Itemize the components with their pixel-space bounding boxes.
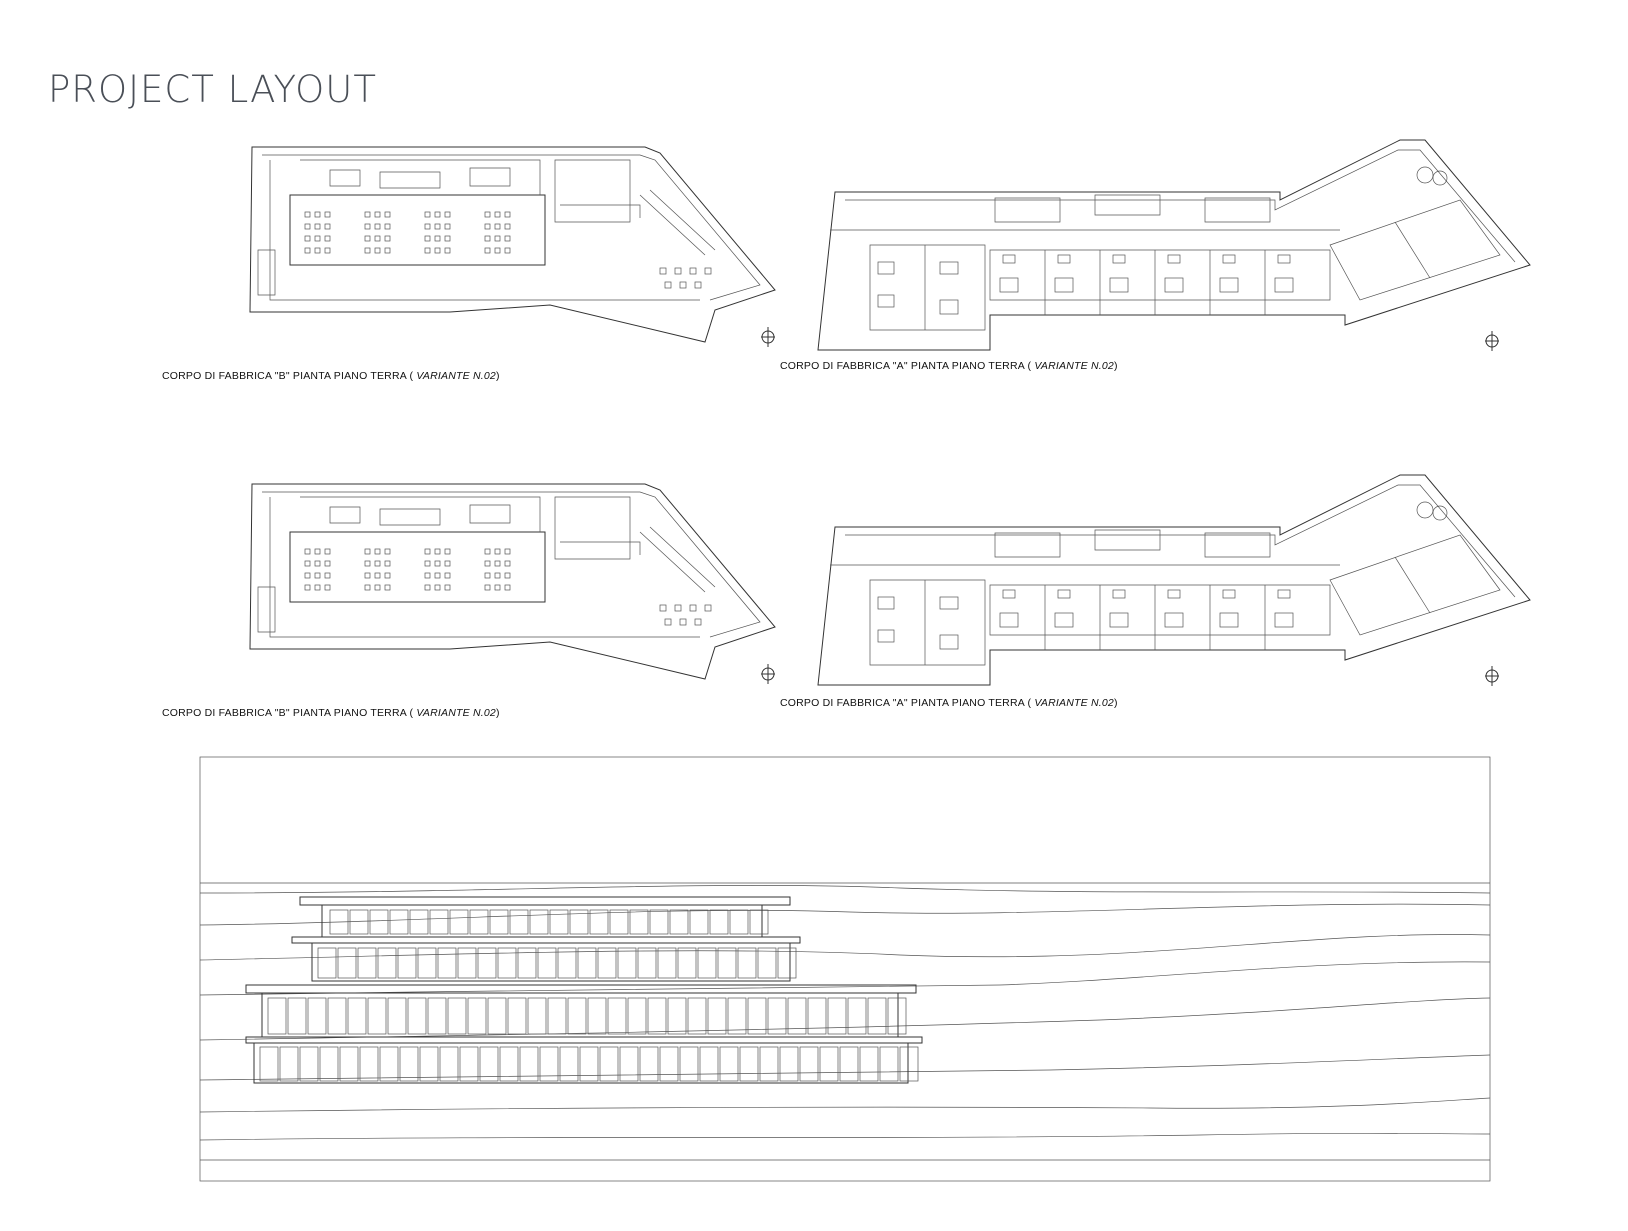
plan-caption-a-bottom: CORPO DI FABBRICA "A" PIANTA PIANO TERRA…	[780, 697, 1118, 709]
north-arrow-icon	[1485, 331, 1499, 351]
lower-building	[245, 984, 923, 1084]
floor-plan-a-bottom	[817, 474, 1531, 686]
floor-plan-b-top	[249, 146, 776, 347]
plan-caption-a-top: CORPO DI FABBRICA "A" PIANTA PIANO TERRA…	[780, 360, 1118, 372]
upper-building	[291, 896, 801, 982]
plan-caption-b-bottom: CORPO DI FABBRICA "B" PIANTA PIANO TERRA…	[162, 707, 500, 719]
terrain-contours	[199, 882, 1491, 1161]
north-arrow-icon	[761, 327, 775, 347]
floor-plan-a-top	[817, 139, 1531, 351]
building-elevation	[199, 756, 1491, 1182]
floor-plan-b-bottom	[249, 483, 776, 684]
page-title: PROJECT LAYOUT	[48, 68, 377, 111]
plan-caption-b-top: CORPO DI FABBRICA "B" PIANTA PIANO TERRA…	[162, 370, 500, 382]
north-arrow-icon	[1485, 666, 1499, 686]
north-arrow-icon	[761, 664, 775, 684]
